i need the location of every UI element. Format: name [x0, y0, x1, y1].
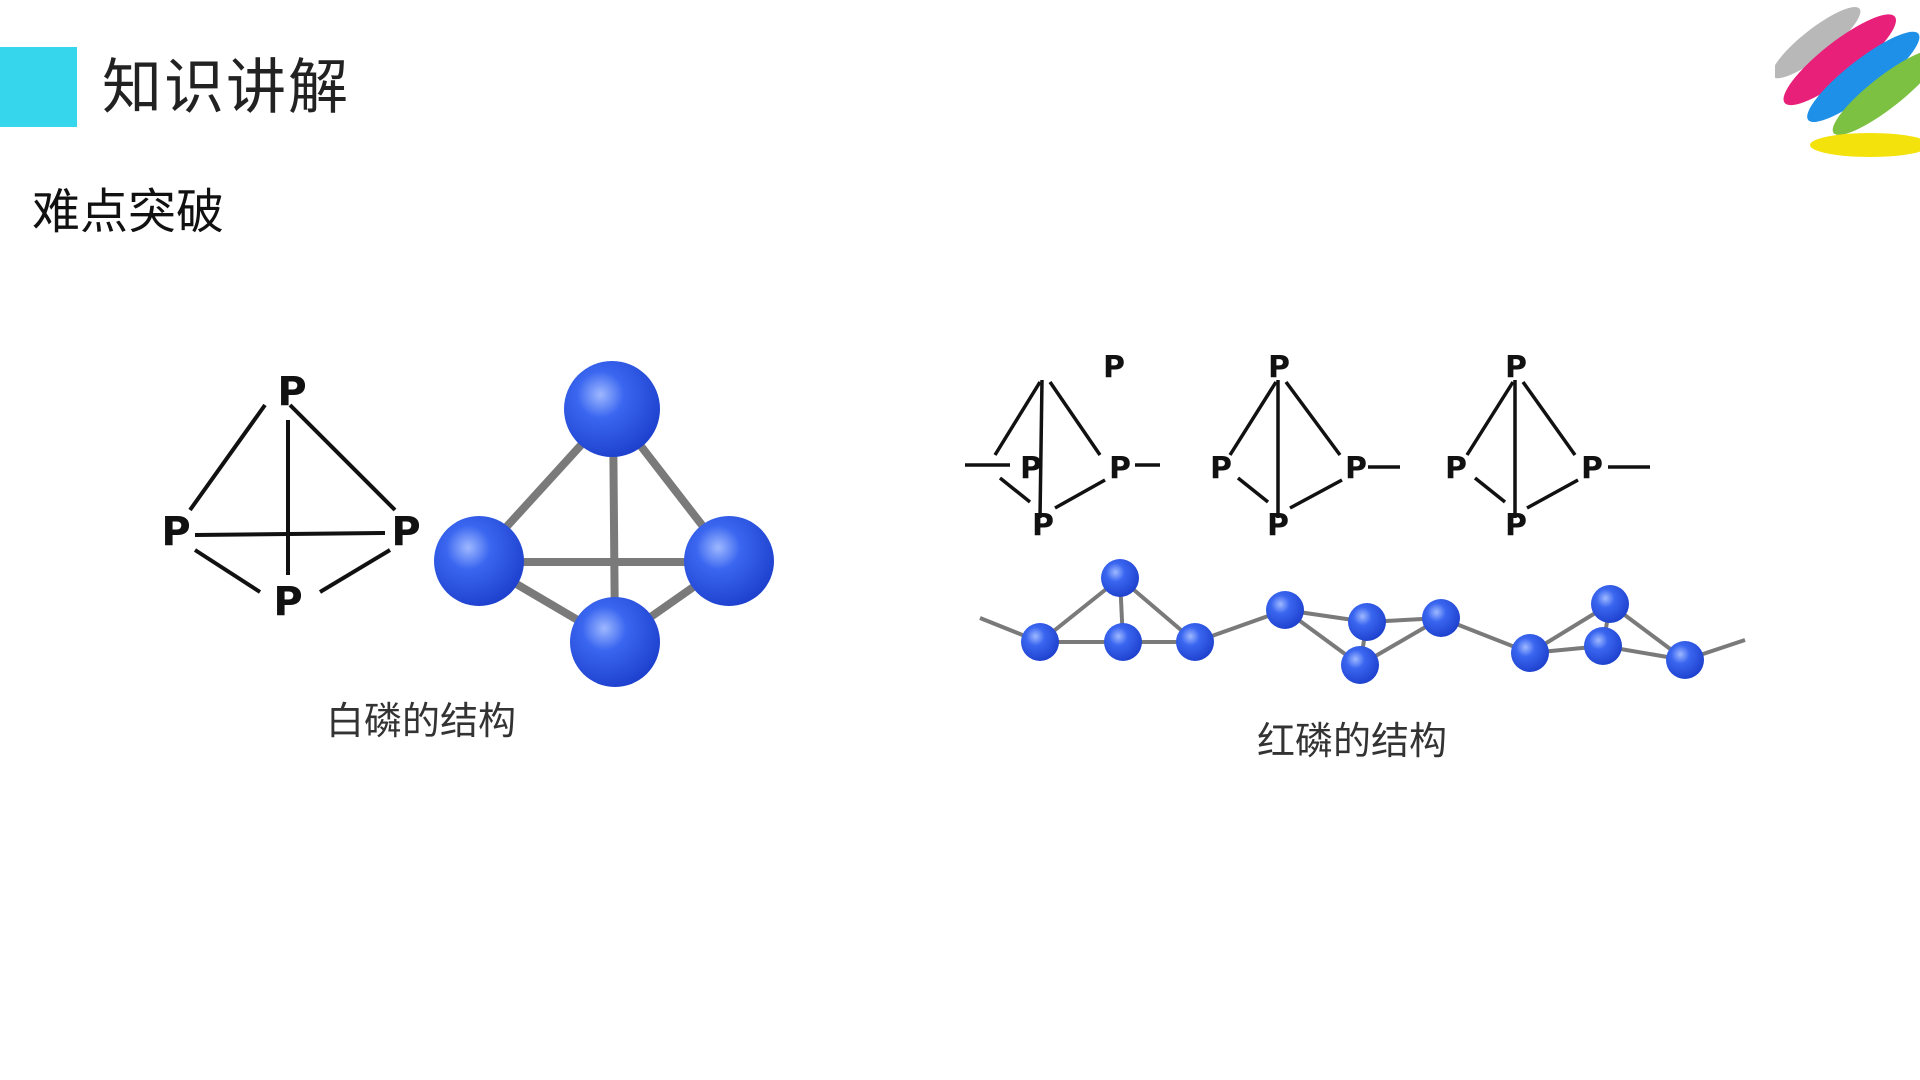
logo-stripe-magenta	[1783, 14, 1897, 106]
white-phosphorus-caption: 白磷的结构	[326, 699, 517, 743]
p-atom-label: P	[391, 509, 420, 555]
red-phosphorus-ball-model	[979, 559, 1746, 684]
red-phosphorus-caption: 红磷的结构	[1257, 719, 1448, 763]
p-atom-label: P	[1210, 451, 1232, 486]
bond	[1289, 478, 1343, 510]
phosphorus-ball	[1666, 641, 1704, 679]
p-atom-label: P	[1345, 451, 1367, 486]
p-atom-label: P	[1445, 451, 1467, 486]
bond	[1048, 381, 1102, 456]
logo-stripe-blue	[1807, 31, 1920, 123]
bond	[1465, 381, 1515, 456]
p-atom-label: P	[1032, 508, 1054, 543]
phosphorus-ball	[1348, 603, 1386, 641]
phosphorus-ball	[570, 597, 660, 687]
bond	[1054, 478, 1106, 510]
phosphorus-ball	[1511, 634, 1549, 672]
phosphorus-ball	[1584, 627, 1622, 665]
bond	[1236, 476, 1270, 504]
title-accent-bar	[0, 47, 77, 127]
logo-stripe-yellow	[1810, 133, 1920, 157]
p-atom-label: P	[273, 579, 302, 625]
page-title: 知识讲解	[102, 53, 350, 123]
p-atom-label: P	[161, 509, 190, 555]
white-phosphorus-formula: P P P P	[161, 369, 420, 625]
p-atom-label: P	[1109, 451, 1131, 486]
p-atom-label: P	[1020, 451, 1042, 486]
p-atom-label: P	[1268, 350, 1290, 385]
bond	[188, 403, 267, 512]
bond	[993, 381, 1042, 456]
phosphorus-ball	[1266, 591, 1304, 629]
phosphorus-ball	[564, 361, 660, 457]
phosphorus-ball	[1176, 623, 1214, 661]
brand-stripes-logo	[1775, 6, 1920, 157]
bond	[1473, 476, 1507, 504]
bond	[318, 548, 392, 594]
p-atom-label: P	[1581, 451, 1603, 486]
bond	[288, 403, 397, 512]
logo-stripe-gray	[1775, 6, 1861, 79]
bond	[1526, 478, 1579, 510]
phosphorus-ball	[1021, 623, 1059, 661]
phosphorus-ball	[684, 516, 774, 606]
phosphorus-ball	[1422, 599, 1460, 637]
phosphorus-ball	[434, 516, 524, 606]
bond	[1038, 379, 1044, 519]
bond	[1228, 381, 1278, 456]
p-atom-label: P	[1505, 508, 1527, 543]
p-atom-label: P	[1103, 350, 1125, 385]
white-phosphorus-ball-model	[434, 361, 774, 687]
p-atom-label: P	[1505, 350, 1527, 385]
bond	[1521, 380, 1577, 457]
section-subtitle: 难点突破	[32, 184, 225, 240]
red-phosphorus-formula: P P P P P P P P P P P P	[965, 350, 1650, 543]
bond	[193, 548, 262, 594]
phosphorus-ball	[1101, 559, 1139, 597]
p-atom-label: P	[1267, 508, 1289, 543]
phosphorus-ball	[1341, 646, 1379, 684]
bond	[194, 531, 386, 537]
bond	[998, 476, 1032, 504]
p-atom-label: P	[277, 369, 306, 415]
bond	[1284, 380, 1342, 457]
phosphorus-ball	[1591, 585, 1629, 623]
logo-stripe-green	[1832, 49, 1920, 135]
phosphorus-ball	[1104, 623, 1142, 661]
